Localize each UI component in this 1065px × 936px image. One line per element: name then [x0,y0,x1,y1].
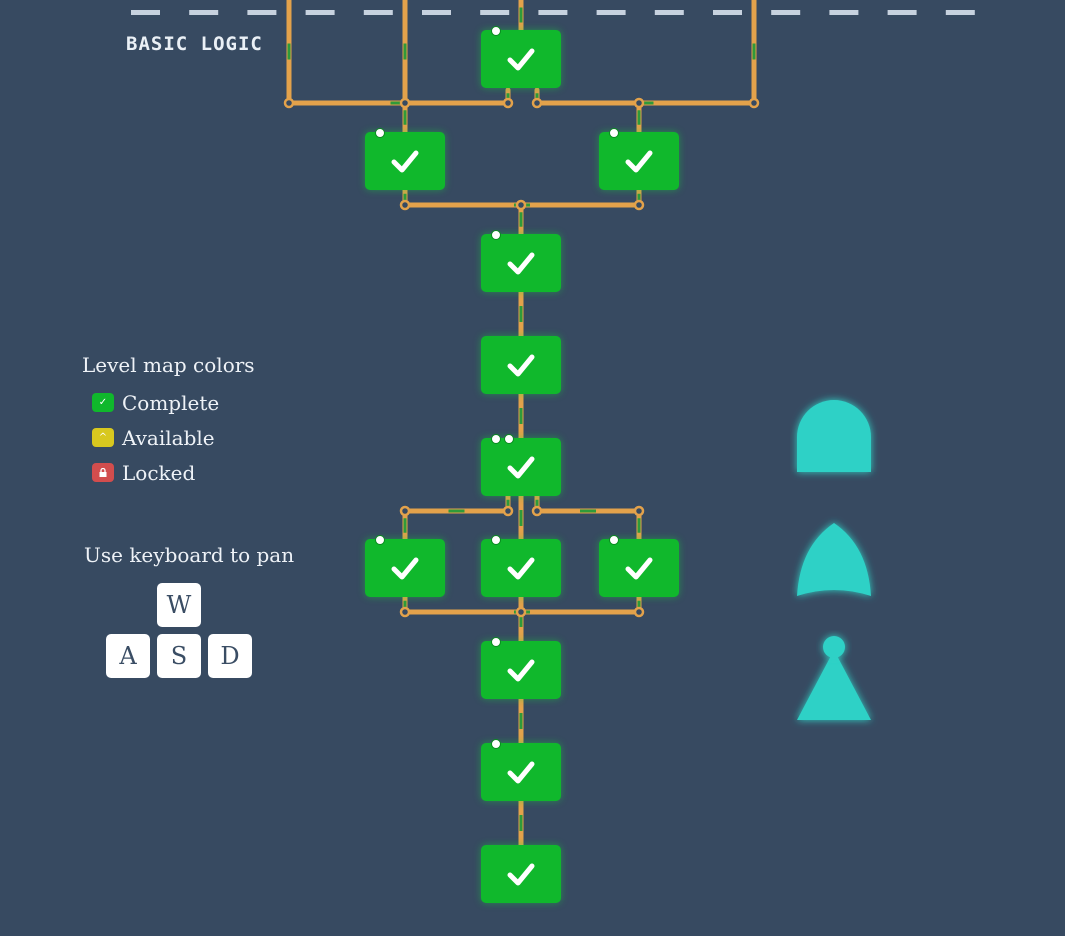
input-pin [504,434,514,444]
level-4[interactable] [481,230,561,292]
wire-joint [515,199,527,211]
or-gate-icon [797,523,871,596]
section-boundary-dash [713,10,742,15]
wire-joint [633,199,645,211]
level-7[interactable] [365,535,445,597]
wire-joint [633,505,645,517]
legend-title: Level map colors [82,353,255,377]
level-8[interactable] [481,535,561,597]
wire-joint [399,505,411,517]
wire-joint [283,97,295,109]
check-icon [507,863,535,886]
section-title: BASIC LOGIC [126,33,263,55]
legend-locked: Locked [82,455,255,490]
available-swatch-icon: ^ [92,428,114,447]
level-9[interactable] [599,535,679,597]
wire-joint [531,97,543,109]
section-boundary-dash [422,10,451,15]
input-pin [491,26,501,36]
wire-joint [748,97,760,109]
check-icon [625,557,653,580]
legend-label: Locked [122,460,196,485]
complete-swatch-icon: ✓ [92,393,114,412]
level-6[interactable] [481,434,561,496]
level-12[interactable] [481,845,561,903]
section-boundary-dash [189,10,219,15]
input-pin [375,535,385,545]
check-icon [507,557,535,580]
locked-swatch-icon [92,463,114,482]
section-boundary-dash [654,10,684,15]
key-a[interactable]: A [106,634,150,678]
check-icon [507,761,535,784]
check-icon [507,456,535,479]
level-10[interactable] [481,637,561,699]
not-gate-icon [797,636,871,720]
wire-joint [633,606,645,618]
section-boundary-dash [131,10,160,15]
input-pin [491,230,501,240]
input-pin [491,434,501,444]
legend-available: ^ Available [82,420,255,455]
lock-icon [99,468,107,477]
keyboard-hint: Use keyboard to pan [84,543,295,567]
check-icon [507,252,535,275]
level-11[interactable] [481,739,561,801]
check-icon [391,150,419,173]
wire-joint [399,97,411,109]
and-gate-icon [797,400,871,472]
input-pin [491,535,501,545]
section-boundary-dash [829,10,859,15]
key-s[interactable]: S [157,634,201,678]
section-boundary-dash [363,10,393,15]
section-boundary-dash [538,10,568,15]
legend-label: Complete [122,390,220,415]
section-boundary-dash [771,10,801,15]
input-pin [609,128,619,138]
check-icon [625,150,653,173]
wire-joint [502,97,514,109]
level-3[interactable] [599,128,679,190]
input-pin [491,739,501,749]
level-2[interactable] [365,128,445,190]
legend-label: Available [122,425,215,450]
check-icon [507,48,535,71]
section-boundary-dash [887,10,917,15]
level-5[interactable] [481,336,561,394]
section-boundary-dash [480,10,510,15]
check-icon [507,659,535,682]
check-icon [391,557,419,580]
wire-joint [515,606,527,618]
wire-joint [502,505,514,517]
wire-joint [399,199,411,211]
level-1[interactable] [481,26,561,88]
legend-complete: ✓ Complete [82,385,255,420]
check-icon [507,354,535,377]
legend: Level map colors ✓ Complete ^ Available … [82,353,255,490]
section-boundary-dash [945,10,975,15]
input-pin [609,535,619,545]
wire-joint [399,606,411,618]
input-pin [491,637,501,647]
section-boundary-dash [596,10,626,15]
wire-joint [531,505,543,517]
key-d[interactable]: D [208,634,252,678]
section-boundary-dash [247,10,277,15]
wire-joint [633,97,645,109]
section-boundary-dash [305,10,335,15]
input-pin [375,128,385,138]
key-w[interactable]: W [157,583,201,627]
